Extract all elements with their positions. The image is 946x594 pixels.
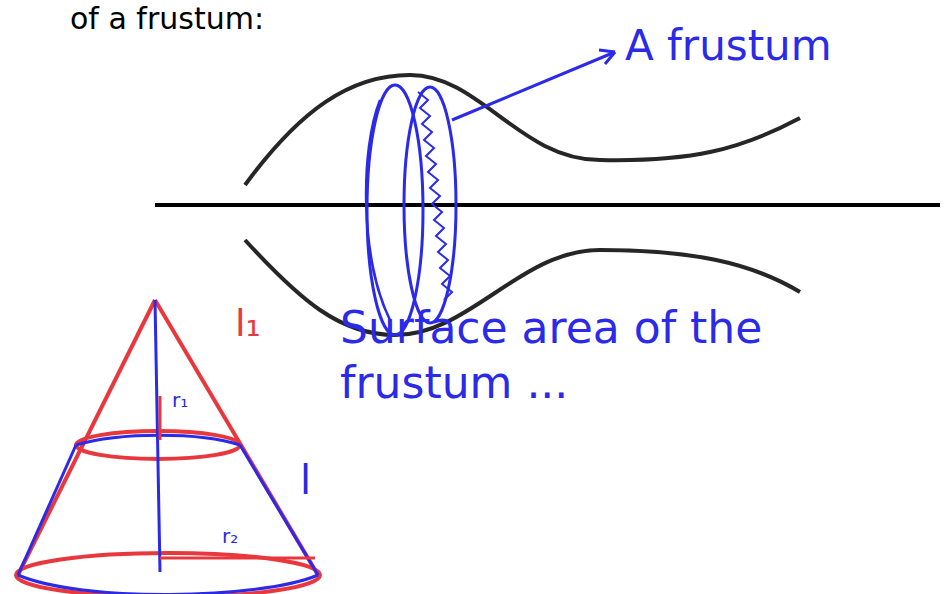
heading-note: of a frustum: (70, 0, 264, 38)
radius-r1 (159, 396, 162, 440)
cone-axis (155, 300, 160, 572)
length-label: l (300, 455, 311, 505)
cone-side (155, 300, 318, 575)
radius-label: r₁ (172, 388, 188, 413)
frustum-side (18, 445, 76, 575)
length-label: l₁ (235, 300, 261, 348)
axis-line (155, 203, 940, 207)
band-hatching (418, 92, 452, 300)
cone-base (16, 553, 320, 594)
note-text: Surface area of the frustum ... (340, 300, 900, 410)
frustum-bottom (18, 575, 318, 594)
band-inner-curve (366, 100, 390, 320)
radius-label: r₂ (222, 524, 238, 549)
leader-line (452, 52, 615, 120)
frustum-side (240, 445, 318, 575)
band-ellipse (404, 87, 456, 323)
arrow-head (599, 50, 615, 64)
callout-label: A frustum (625, 20, 832, 73)
radius-r2 (160, 557, 315, 560)
